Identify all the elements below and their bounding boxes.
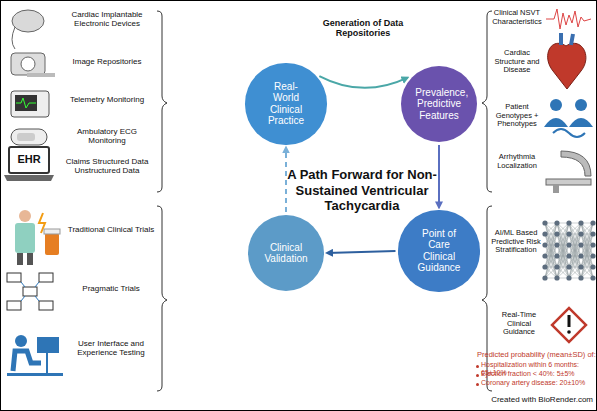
side-label: AI/ML Based Predictive Risk Stratificati…	[491, 229, 541, 255]
node-label: Real-World Clinical Practice	[256, 81, 315, 127]
xray-machine-icon	[546, 151, 591, 193]
neural-net-icon	[542, 220, 595, 280]
node-label: Point of Care Clinical Guidance	[409, 228, 468, 274]
process-circle: Point of Care Clinical Guidance	[398, 210, 479, 291]
side-label: Arrhythmia Localization	[491, 153, 543, 170]
side-label: Real-Time Clinical Guidance	[493, 311, 545, 337]
circle-text: Real-World Clinical Practice	[256, 81, 315, 127]
side-label: Patient Genotypes + Phenotypes	[491, 103, 543, 129]
side-label: User Interface and Experience Testing	[65, 339, 157, 357]
diagram-title: A Path Forward for Non-Sustained Ventric…	[271, 167, 453, 214]
node-label: Clinical Validation	[256, 242, 315, 265]
flow-arrow	[327, 251, 395, 253]
scanner-icon	[11, 53, 55, 77]
side-label: EHR	[14, 153, 44, 166]
people-icon	[544, 99, 593, 137]
process-circle: Prevalence, Predictive Features	[401, 66, 477, 142]
side-label: Ambulatory ECG Monitoring	[61, 127, 153, 145]
side-label: Coronary artery disease: 20±10%	[481, 379, 597, 387]
side-label: Predicted probability (mean±SD) of:	[477, 351, 597, 360]
ecg-trace	[546, 9, 591, 29]
side-label: Ejection fraction < 40%: 5±5%	[481, 370, 597, 378]
side-label: Traditional Clinical Trials	[65, 225, 157, 234]
network-icon	[7, 273, 53, 310]
side-label: Clinical NSVT Characteristics	[491, 9, 543, 26]
circle-text: Clinical Validation	[256, 242, 315, 265]
flow-arrow	[285, 148, 287, 213]
side-label: Cardiac Implantable Electronic Devices	[61, 10, 153, 28]
laptop-icon	[4, 147, 54, 181]
brackets	[157, 11, 492, 391]
desk-user-icon	[7, 335, 63, 376]
side-label: Pragmatic Trials	[65, 284, 157, 293]
bullet-dot	[476, 383, 479, 386]
node-label: Prevalence, Predictive Features	[409, 87, 468, 122]
hazard-icon	[552, 308, 586, 342]
clinician-icon	[15, 210, 60, 265]
side-label: Claims Structured Data Unstructured Data	[61, 157, 153, 175]
side-label: Telemetry Monitoring	[61, 95, 153, 104]
flow-arrow	[319, 76, 407, 88]
device-icon	[12, 10, 44, 49]
edge-label: Generation of Data Repositories	[319, 18, 407, 39]
process-circle: Clinical Validation	[248, 215, 324, 291]
heart-icon	[548, 33, 586, 89]
flow-arrow	[438, 145, 440, 207]
side-label: Cardiac Structure and Disease	[491, 49, 543, 75]
bullet-dot	[476, 365, 479, 368]
circle-text: Prevalence, Predictive Features	[409, 87, 468, 122]
telemetry-icon	[11, 91, 49, 117]
side-label: Created with BioRender.com	[489, 395, 593, 404]
circle-text: Point of Care Clinical Guidance	[409, 228, 468, 274]
holter-icon	[11, 129, 47, 145]
bullet-dot	[476, 374, 479, 377]
process-circle: Real-World Clinical Practice	[245, 63, 326, 144]
side-label: Image Repositories	[61, 57, 153, 66]
